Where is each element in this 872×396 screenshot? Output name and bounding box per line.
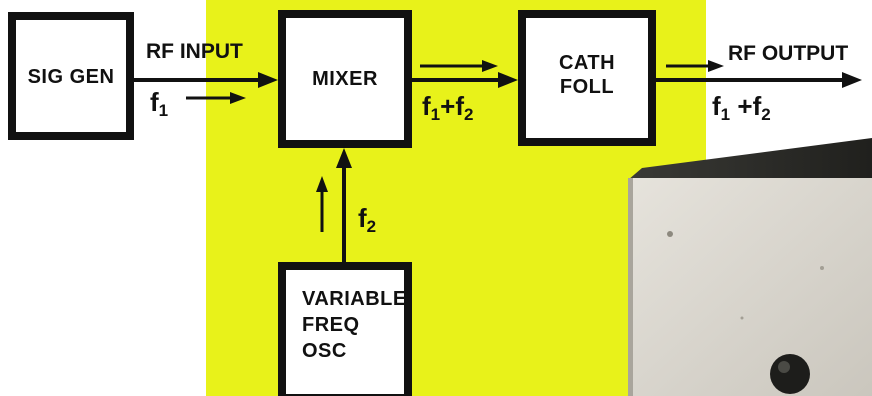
out-small-arrowhead xyxy=(708,60,724,72)
rf-output-arrowhead xyxy=(842,72,862,88)
sum-small-arrowhead xyxy=(482,60,498,72)
mixer-label: MIXER xyxy=(286,68,404,90)
output-sum-label: f1 +f2 xyxy=(712,92,771,129)
f2-label: f2 xyxy=(358,204,376,241)
rf-input-label: RF INPUT xyxy=(146,40,243,64)
rf-input-arrowhead xyxy=(258,72,278,88)
sig-gen-label: SIG GEN xyxy=(16,66,126,88)
mixer-block: MIXER xyxy=(278,10,412,148)
rf-output-label: RF OUTPUT xyxy=(728,42,848,66)
vfo-label-line3: OSC xyxy=(286,340,404,362)
vfo-label-line1: VARIABLE xyxy=(286,288,404,310)
cath-foll-label-line2: FOLL xyxy=(526,76,648,98)
sig-gen-block: SIG GEN xyxy=(8,12,134,140)
cath-foll-block: CATH FOLL xyxy=(518,10,656,146)
mixer-sum-label: f1+f2 xyxy=(422,92,473,129)
vfo-label-line2: FREQ xyxy=(286,314,404,336)
cath-foll-label-line1: CATH xyxy=(526,52,648,74)
vfo-arrowhead xyxy=(336,148,352,168)
mixer-out-arrowhead xyxy=(498,72,518,88)
f2-small-arrowhead xyxy=(316,176,328,192)
vfo-block: VARIABLE FREQ OSC xyxy=(278,262,412,396)
f1-small-arrowhead xyxy=(230,92,246,104)
f1-input-label: f1 xyxy=(150,88,168,125)
